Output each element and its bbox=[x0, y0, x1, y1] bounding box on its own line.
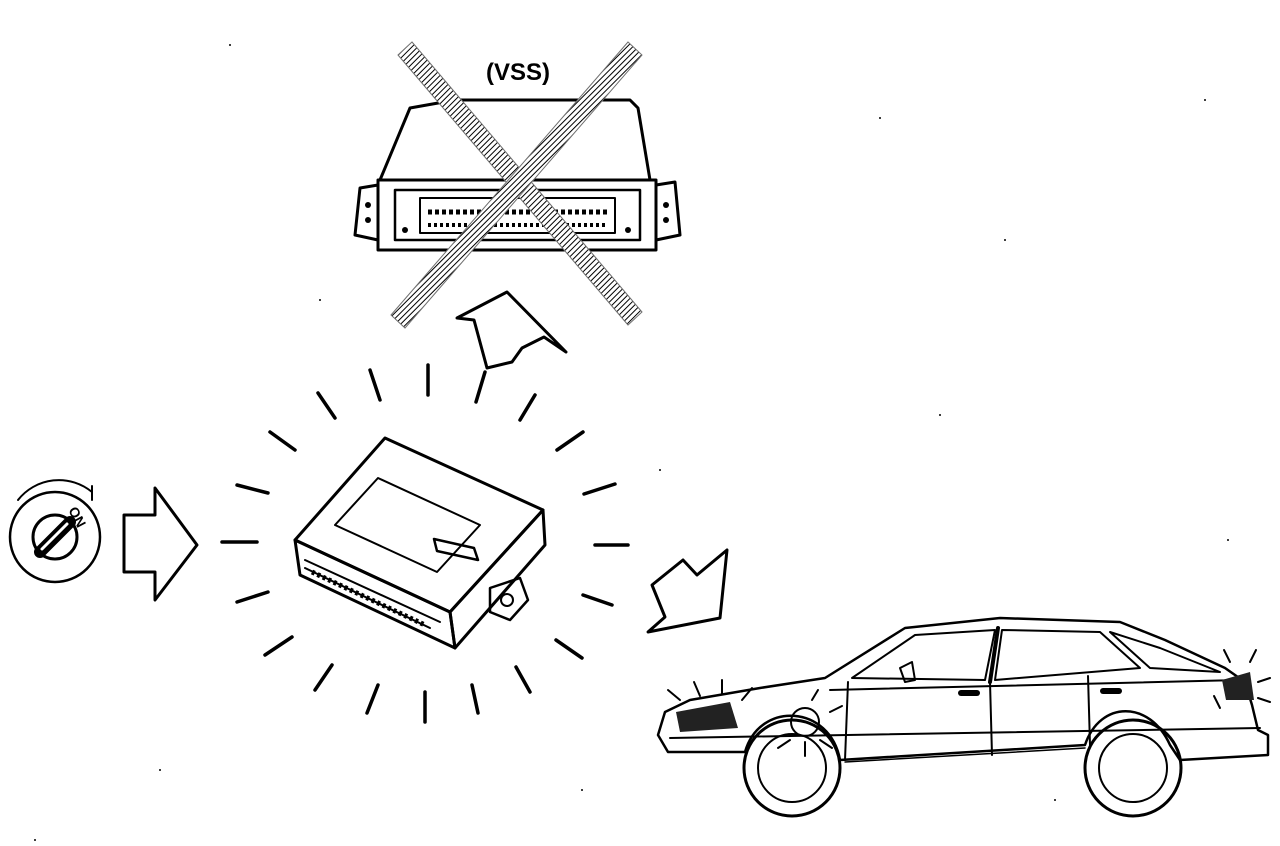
cross-out-icon bbox=[390, 41, 643, 329]
car-icon bbox=[656, 616, 1271, 818]
vss-label: (VSS) bbox=[486, 59, 550, 86]
arrow-down-right-icon bbox=[646, 548, 729, 634]
activity-rays bbox=[220, 363, 630, 724]
scan-speckles bbox=[34, 44, 1229, 841]
arrow-up-icon bbox=[455, 290, 568, 370]
arrow-right-icon bbox=[122, 486, 199, 602]
control-module-icon bbox=[293, 436, 547, 650]
ignition-key-icon: ON bbox=[8, 479, 102, 584]
